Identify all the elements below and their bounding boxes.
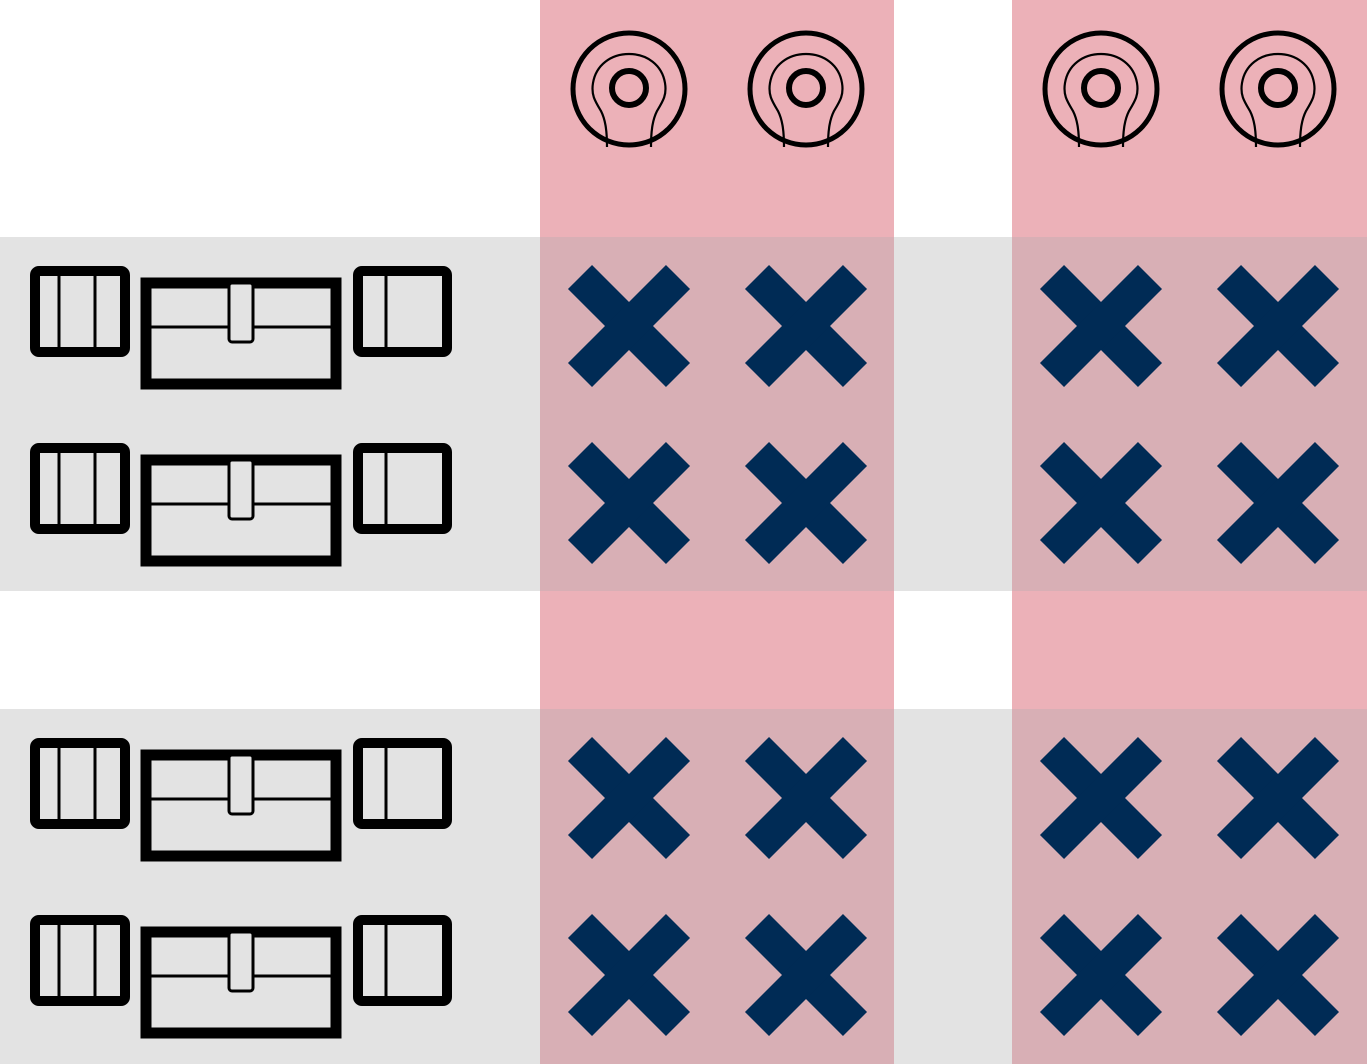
cross-icon	[744, 264, 868, 388]
cross-icon	[1039, 441, 1163, 565]
lock-knob-icon	[1219, 30, 1337, 148]
cross-icon	[1216, 441, 1340, 565]
cross-icon	[744, 441, 868, 565]
cross-icon	[567, 913, 691, 1037]
cross-icon	[567, 736, 691, 860]
column-headers	[570, 30, 1337, 148]
cross-icon	[1216, 913, 1340, 1037]
double-cylinder-lock-icon	[30, 738, 452, 862]
double-cylinder-lock-icon	[30, 443, 452, 567]
row-headers	[30, 266, 452, 1039]
double-cylinder-lock-icon	[30, 915, 452, 1039]
lock-knob-icon	[1042, 30, 1160, 148]
cross-icon	[1039, 264, 1163, 388]
cross-icon	[1039, 913, 1163, 1037]
cross-icon	[567, 264, 691, 388]
cross-icon	[1216, 736, 1340, 860]
cross-icon	[744, 913, 868, 1037]
matrix-cells	[567, 264, 1340, 1037]
cross-icon	[567, 441, 691, 565]
lock-knob-icon	[747, 30, 865, 148]
cross-icon	[1039, 736, 1163, 860]
double-cylinder-lock-icon	[30, 266, 452, 390]
lock-knob-icon	[570, 30, 688, 148]
cross-icon	[744, 736, 868, 860]
cross-icon	[1216, 264, 1340, 388]
